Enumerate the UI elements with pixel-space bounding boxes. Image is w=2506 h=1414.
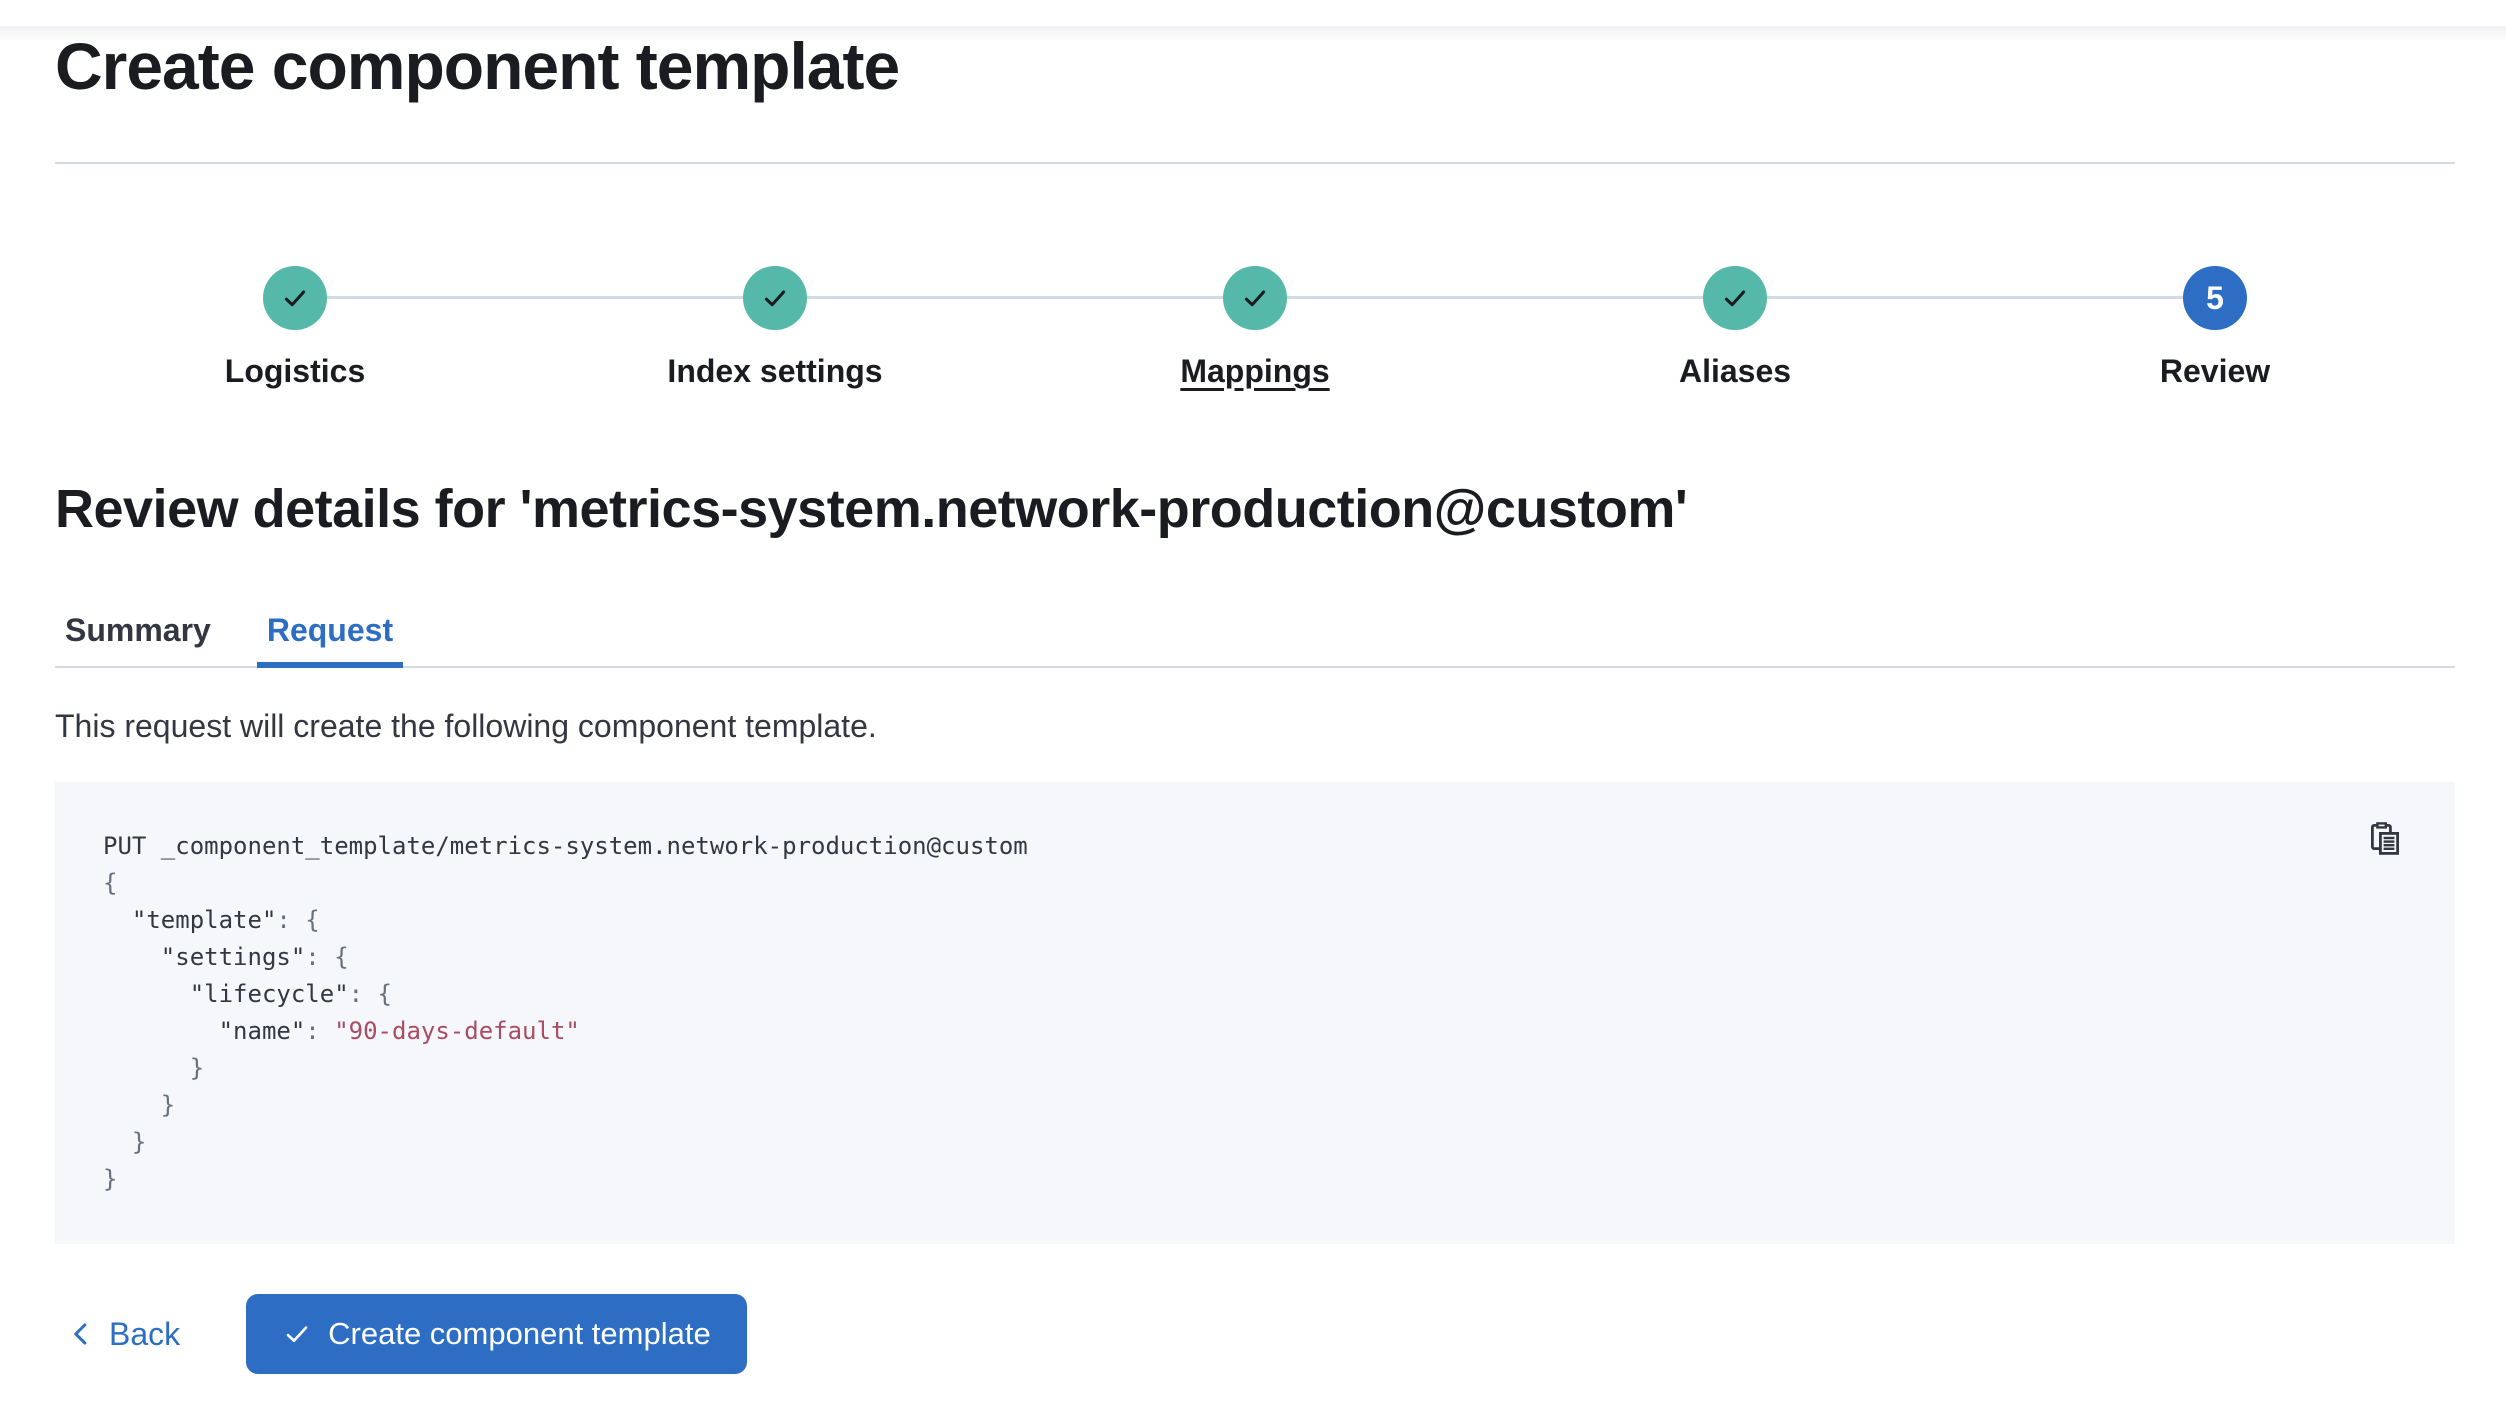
code-line: "template": { [103, 906, 320, 934]
step-label: Mappings [1180, 353, 1330, 389]
step-label: Aliases [1678, 353, 1792, 389]
code-line: } [103, 1165, 118, 1193]
copy-button[interactable] [2365, 816, 2405, 860]
step-mappings[interactable]: Mappings [1015, 266, 1495, 390]
step-complete-check-icon [743, 266, 807, 330]
request-code: PUT _component_template/metrics-system.n… [103, 828, 2407, 1198]
step-index-settings[interactable]: Index settings [535, 266, 1015, 390]
page-title: Create component template [55, 29, 900, 103]
create-component-template-button[interactable]: Create component template [246, 1294, 747, 1374]
code-line: } [103, 1128, 147, 1156]
step-complete-check-icon [1223, 266, 1287, 330]
step-label: Index settings [667, 353, 883, 389]
code-line: } [103, 1054, 205, 1082]
review-heading: Review details for 'metrics-system.netwo… [55, 479, 1688, 539]
step-logistics[interactable]: Logistics [55, 266, 535, 390]
submit-label: Create component template [328, 1316, 711, 1351]
request-code-block: PUT _component_template/metrics-system.n… [55, 782, 2455, 1244]
step-current-number: 5 [2183, 266, 2247, 330]
back-label: Back [109, 1315, 181, 1352]
footer-actions: Back Create component template [55, 1294, 2455, 1374]
step-complete-check-icon [263, 266, 327, 330]
tabs: Summary Request [55, 594, 2455, 668]
check-icon [764, 290, 786, 307]
code-line: } [103, 1091, 176, 1119]
code-line: PUT _component_template/metrics-system.n… [103, 832, 1028, 860]
copy-clipboard-icon [2371, 822, 2400, 855]
tab-summary[interactable]: Summary [55, 594, 221, 666]
tab-request[interactable]: Request [256, 594, 404, 668]
check-icon [284, 290, 306, 307]
step-aliases[interactable]: Aliases [1495, 266, 1975, 390]
check-icon [1724, 290, 1746, 307]
code-line: { [103, 869, 118, 897]
code-line: "lifecycle": { [103, 980, 392, 1008]
step-number: 5 [2206, 279, 2224, 316]
chevron-left-icon [74, 1323, 87, 1345]
back-button[interactable]: Back [55, 1316, 192, 1353]
code-line: "name": "90-days-default" [103, 1017, 580, 1045]
request-description: This request will create the following c… [55, 708, 877, 744]
step-label: Review [2159, 353, 2271, 389]
check-icon [286, 1326, 308, 1343]
code-line: "settings": { [103, 943, 349, 971]
create-component-template-page: Create component template Logistics Index… [0, 26, 2506, 1414]
step-label: Logistics [224, 353, 366, 389]
check-icon [1244, 290, 1266, 307]
step-complete-check-icon [1703, 266, 1767, 330]
title-divider [55, 162, 2455, 164]
